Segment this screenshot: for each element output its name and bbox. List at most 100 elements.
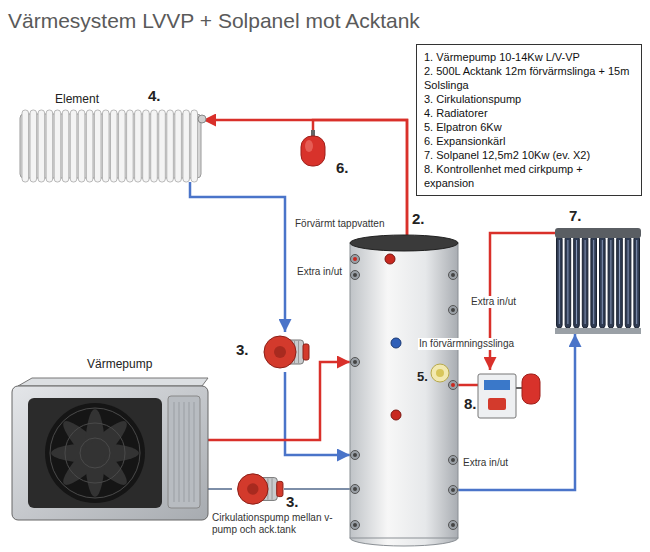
legend-entry: 1. Värmepump 10-14Kw L/V-VP [424,50,634,64]
legend-entry: 8. Kontrollenhet med cirkpump + expansio… [424,162,634,190]
pump-hub [274,346,286,358]
tube-highlight [619,240,620,324]
callout-number: 2. [412,211,425,227]
pipe [458,334,575,490]
collector-rail [555,328,641,334]
coil-port [391,410,401,420]
tank-port-hole [353,487,357,491]
tank-port-hole [353,523,357,527]
control-expansion-vessel [522,374,540,404]
collector-manifold [555,228,641,238]
radiator-fin [78,110,85,182]
tank-port-hole [451,488,455,492]
callout-number: 7. [569,208,582,224]
legend-entry: 4. Radiatorer [424,106,634,120]
tank-top [350,235,458,251]
pipe [284,488,350,490]
tank-port [351,451,360,460]
accumulator-tank-drawing [350,235,458,546]
diagram-title: Värmesystem LVVP + Solpanel mot Acktank [8,8,420,34]
control-unit: 8. [478,370,540,422]
tank-port-hole [451,273,455,277]
tank-port-hole [353,453,357,457]
vacuum-tube [634,236,640,328]
pump-cap [277,481,283,496]
fan-grille [45,403,145,503]
tank-port [449,306,458,315]
vacuum-tube [591,236,597,328]
radiator-fin [30,110,37,182]
pipe [285,372,350,455]
tank-port [351,271,360,280]
radiator-fin [70,110,77,182]
legend-entry: 6. Expansionkärl [424,134,634,148]
vacuum-tube [617,236,623,328]
heat-pump-casing [12,386,208,520]
vacuum-tube [608,236,614,328]
control-display [484,380,510,390]
expansion-vessel: 6. [300,130,326,168]
radiator-fin [191,110,198,182]
hot-water-port [385,254,395,264]
tank-port [351,485,360,494]
radiator-fin [135,110,142,182]
side-vent [194,402,195,502]
control-pump [488,398,506,410]
radiator-fin [167,110,174,182]
tube-highlight [576,240,577,324]
tank-body [350,243,458,538]
tank-port [351,358,360,367]
radiator-fin [159,110,166,182]
coil-port [391,338,401,348]
immersion-heater [431,364,449,382]
pump-volute [264,336,296,368]
vessel-highlight [305,140,313,152]
tank-port-hole [451,523,455,527]
component-caption: Cirkulationspump mellan v-pump och ack.t… [212,512,344,536]
tube-highlight [567,240,568,324]
side-vent [189,402,190,502]
radiator-fin [151,110,158,182]
pipe [190,182,285,332]
radiator-fin [38,110,45,182]
pump-cap [303,344,309,360]
legend-box: 1. Värmepump 10-14Kw L/V-VP2. 500L Ackta… [416,44,642,196]
heat-pump-side [168,396,200,508]
heat-pump-drawing [12,378,208,520]
radiator-fin [86,110,93,182]
pump-rib [272,478,273,499]
port-label: In förvärmningsslinga [418,338,515,350]
solar-collector: 7. [555,228,641,334]
callout-number: 5. [416,369,429,385]
solar-collector-drawing [555,228,641,334]
tank-port-hole [451,383,455,387]
side-vent [179,402,180,502]
side-vent [184,402,185,502]
radiator-fin [143,110,150,182]
callout-number: 4. [148,88,161,104]
fan-blade [57,415,133,491]
port-label: Extra in/ut [296,266,343,278]
component-name: Värmepump [87,356,152,372]
vacuum-tube [600,236,606,328]
circulation-pump: 3.Cirkulationspump mellan v-pump och ack… [232,470,284,508]
vacuum-tube [565,236,571,328]
radiator-fin [46,110,53,182]
pipe [458,384,478,387]
heat-pump-lid [18,378,208,386]
radiator-fin [102,110,109,182]
pipe [208,488,232,490]
legend-entry: 3. Cirkulationspump [424,92,634,106]
heat-pump-front [28,398,162,508]
port-label: Extra in/ut [470,296,517,308]
tank-port-hole [353,273,357,277]
tube-highlight [610,240,611,324]
pipe [208,362,350,440]
radiator-fin [111,110,118,182]
tank-port-hole [353,360,357,364]
accumulator-tank: 2. [350,235,458,546]
vacuum-tube [557,236,563,328]
side-vent [174,402,175,502]
radiator-fin [54,110,61,182]
